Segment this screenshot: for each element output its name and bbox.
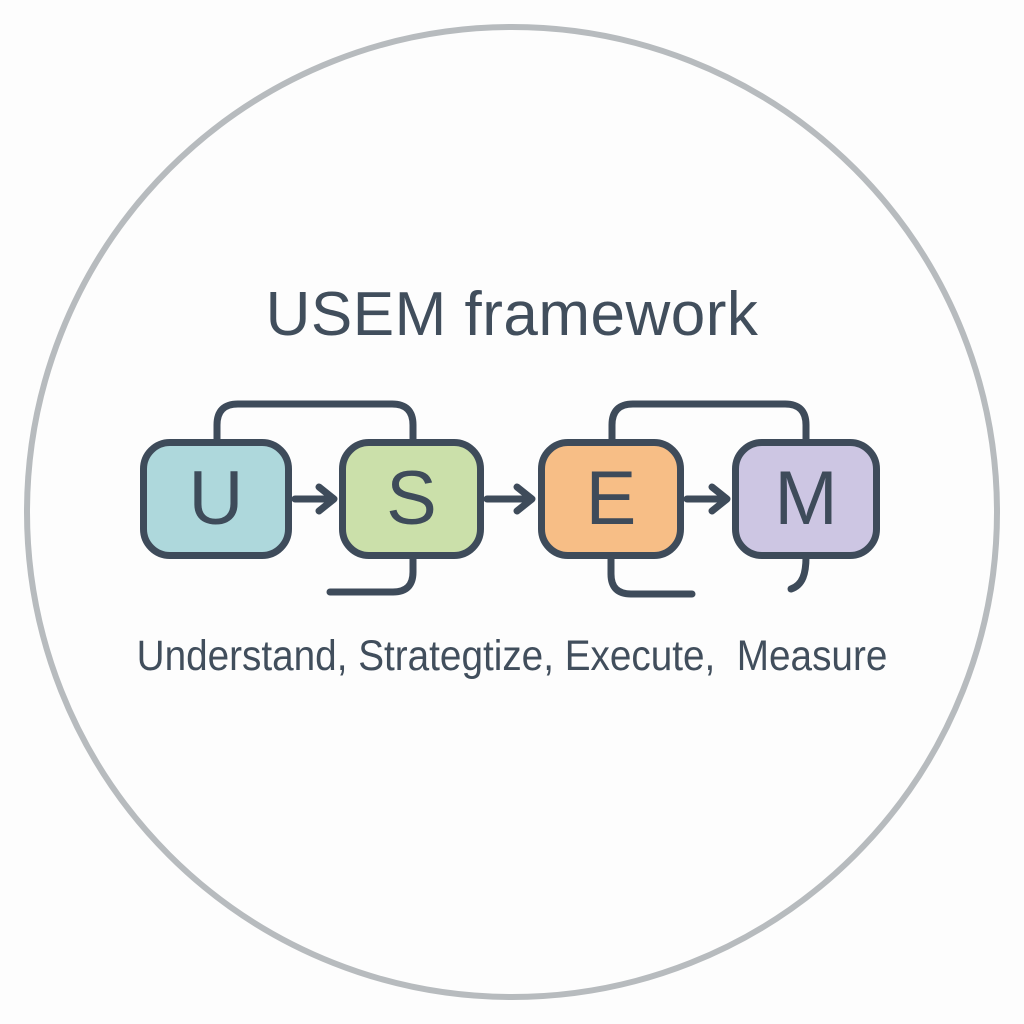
steps-caption: Understand, Strategtize, Execute, Measur… [136,632,888,680]
step-letter-e: E [585,456,637,541]
step-box-measure: M [732,439,880,559]
step-box-understand: U [140,439,292,559]
diagram-title: USEM framework [265,280,759,349]
step-box-strategize: S [339,439,484,559]
step-letter-m: M [774,456,838,541]
outer-circle [24,24,1000,1000]
step-box-execute: E [538,439,684,559]
step-letter-u: U [188,456,244,541]
step-letter-s: S [386,456,437,541]
